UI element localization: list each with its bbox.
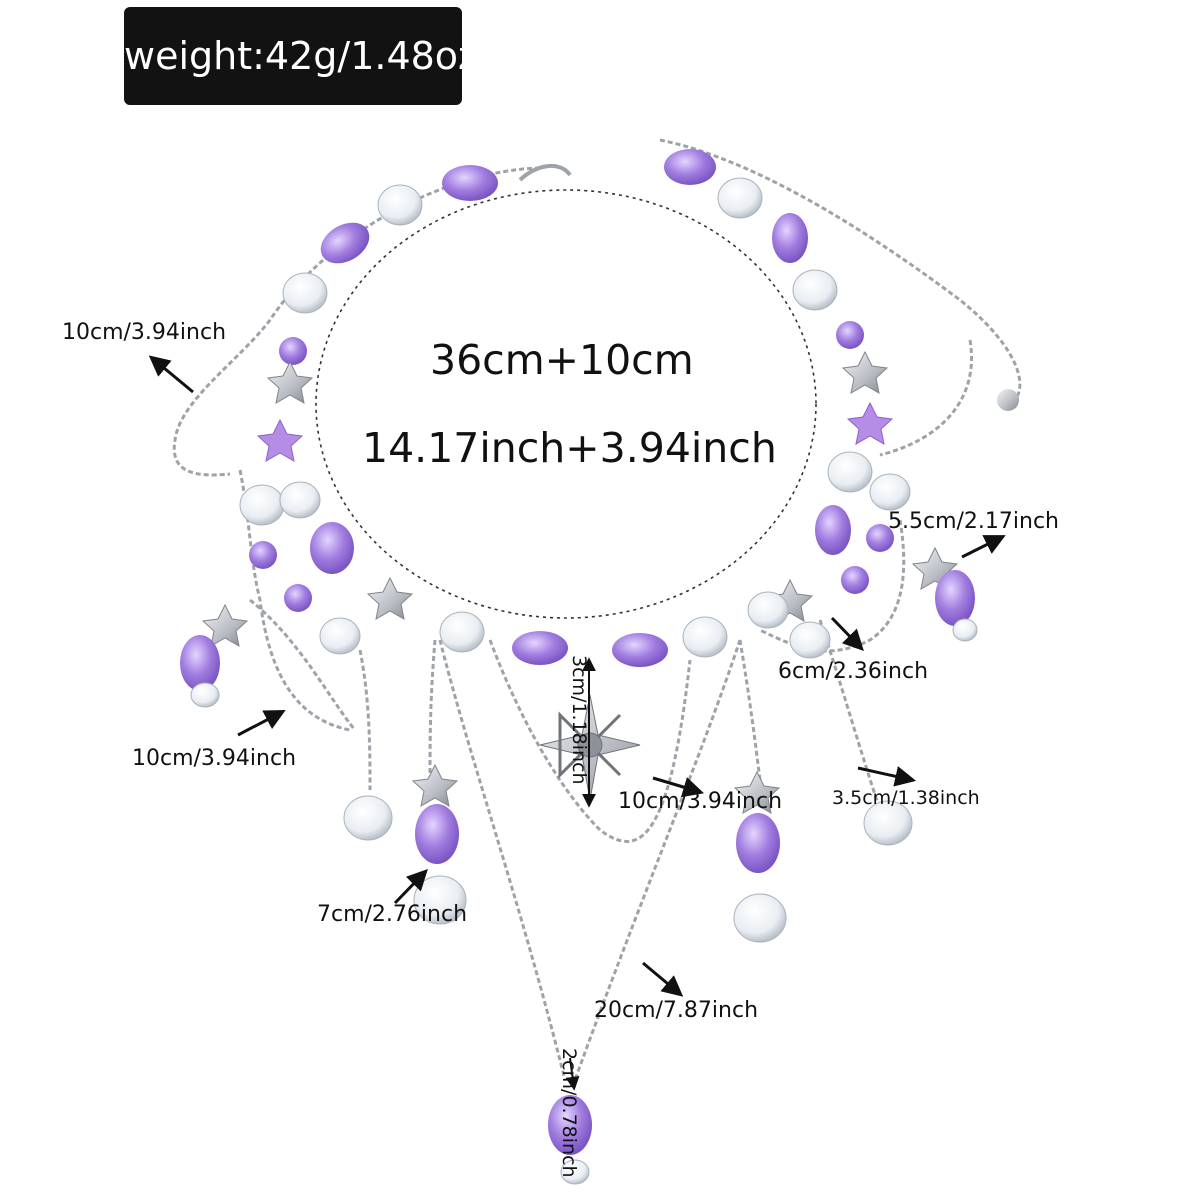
measure-left-top-chain: 10cm/3.94inch xyxy=(62,320,227,345)
lower-strand-beads xyxy=(239,451,911,667)
measure-long-pendant: 20cm/7.87inch xyxy=(594,998,759,1023)
measurement-arrows xyxy=(148,355,1006,1091)
measure-right-inner-loop: 6cm/2.36inch xyxy=(778,659,929,684)
purple-stars xyxy=(256,401,894,462)
measure-bottom-bead: 2cm/0.78inch xyxy=(558,1048,580,1178)
measure-center-loop: 10cm/3.94inch xyxy=(618,789,783,814)
upper-strand-beads xyxy=(279,149,864,365)
measure-right-crystal-drop: 3.5cm/1.38inch xyxy=(832,787,980,809)
measure-right-star-tassel: 5.5cm/2.17inch xyxy=(888,509,1060,534)
bead-drops xyxy=(180,389,1019,1185)
measure-star-pendant: 3cm/1.18inch xyxy=(568,655,590,785)
measure-left-bead-drop: 7cm/2.76inch xyxy=(317,902,468,927)
measure-left-lower-loop: 10cm/3.94inch xyxy=(132,746,297,771)
weight-badge: weight:42g/1.48oz xyxy=(124,7,478,105)
center-size-cm: 36cm+10cm xyxy=(430,336,694,384)
center-size-inch: 14.17inch+3.94inch xyxy=(362,424,777,472)
center-dashed-circle xyxy=(315,189,817,619)
chains xyxy=(172,138,1022,1081)
